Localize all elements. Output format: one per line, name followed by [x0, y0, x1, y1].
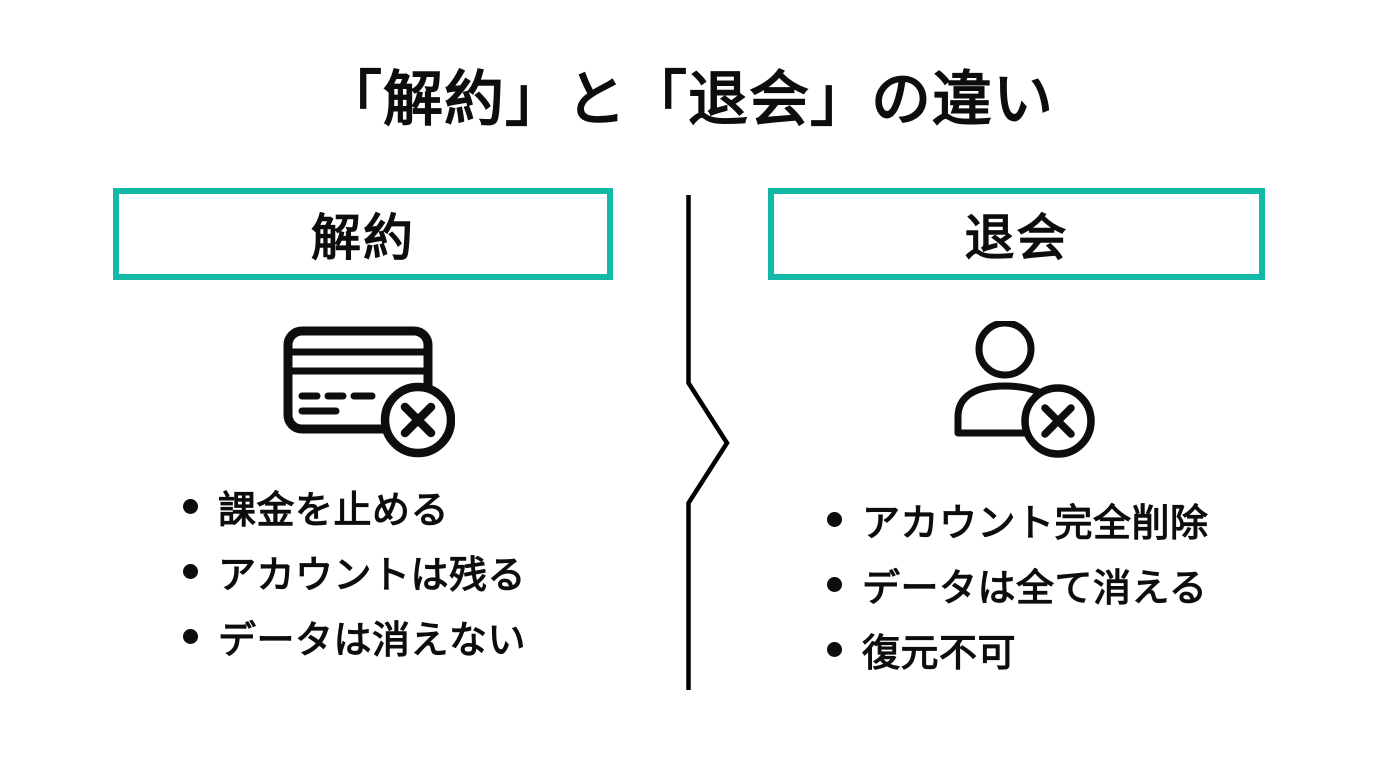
page-title: 「解約」と「退会」の違い	[322, 66, 1054, 133]
right-header-label: 退会	[964, 210, 1069, 266]
credit-card-cancel-icon	[283, 326, 456, 458]
list-item: 課金を止める	[183, 483, 526, 532]
right-bullet-list: アカウント完全削除 データは全て消える 復元不可	[827, 496, 1209, 675]
bullet-text: 復元不可	[862, 633, 1017, 675]
chevron-divider	[686, 195, 732, 692]
bullet-dot	[183, 499, 198, 514]
left-header-box: 解約	[113, 188, 613, 280]
bullet-dot	[827, 512, 842, 527]
bullet-text: データは全て消える	[862, 568, 1208, 610]
list-item: アカウント完全削除	[827, 496, 1209, 545]
left-bullet-list: 課金を止める アカウントは残る データは消えない	[183, 483, 526, 662]
bullet-text: アカウント完全削除	[862, 503, 1209, 545]
bullet-dot	[183, 629, 198, 644]
bullet-text: アカウントは残る	[218, 555, 527, 597]
list-item: アカウントは残る	[183, 548, 526, 597]
bullet-text: データは消えない	[218, 620, 527, 662]
bullet-dot	[183, 564, 198, 579]
bullet-dot	[827, 642, 842, 657]
right-header-box: 退会	[768, 188, 1265, 280]
bullet-dot	[827, 577, 842, 592]
user-delete-icon	[950, 319, 1096, 458]
list-item: データは消えない	[183, 613, 526, 662]
left-header-label: 解約	[311, 210, 415, 266]
bullet-text: 課金を止める	[218, 490, 450, 532]
list-item: データは全て消える	[827, 561, 1209, 610]
list-item: 復元不可	[827, 626, 1209, 675]
